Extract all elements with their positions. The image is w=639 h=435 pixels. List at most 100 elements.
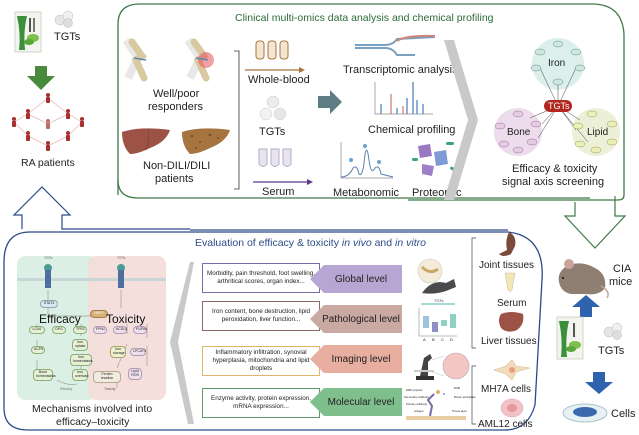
pathological-level-tag[interactable]: Pathological level bbox=[310, 305, 402, 333]
node-pufas: PUFAs bbox=[133, 326, 147, 334]
efficacy-label: Efficacy bbox=[39, 312, 81, 326]
right-tablets-icon bbox=[603, 322, 623, 340]
group-bracket bbox=[234, 50, 240, 190]
node-tgts-left: TGTs bbox=[44, 256, 53, 260]
imaging-level-tag[interactable]: Imaging level bbox=[310, 345, 402, 373]
receptor-left-icon bbox=[44, 264, 52, 288]
network-caption-line2: signal axis screening bbox=[502, 176, 605, 188]
top-section-title: Clinical multi-omics data analysis and c… bbox=[235, 12, 494, 24]
forward-arrow-gray-icon bbox=[318, 90, 342, 114]
dna-strand-icon bbox=[355, 34, 436, 56]
node-opg: OPG bbox=[52, 326, 66, 334]
chevron-gray-top bbox=[444, 40, 478, 200]
dili-label-line2: patients bbox=[155, 173, 194, 185]
responders-label-line1: Well/poor bbox=[153, 88, 200, 100]
membrane-band bbox=[17, 278, 166, 281]
global-level-description: Morbidity, pain threshold, foot swelling… bbox=[202, 263, 320, 293]
node-fenton: Fenton reaction bbox=[93, 371, 121, 383]
whole-blood-arrow bbox=[245, 67, 305, 73]
boxplot-cat-a: A bbox=[423, 337, 426, 342]
title-and: and bbox=[371, 237, 396, 249]
node-lpcat3: LPCAT3 bbox=[130, 348, 146, 356]
cia-mice-line2: mice bbox=[609, 276, 633, 288]
mouse-joint-illustration bbox=[417, 258, 456, 294]
chemical-profile-chart bbox=[374, 82, 433, 115]
liver-normal-icon bbox=[122, 128, 170, 154]
title-prefix: Evaluation of efficacy & toxicity bbox=[195, 237, 342, 249]
node-acsl4: ACSL4 bbox=[113, 326, 127, 334]
knee-well-responder-icon bbox=[122, 37, 148, 82]
cells-label: Cells bbox=[611, 408, 636, 420]
tgts-tablets-icon bbox=[259, 95, 287, 121]
transcriptomic-label: Transcriptomic analysis bbox=[343, 64, 458, 76]
node-lcn2: LCN2 bbox=[29, 326, 45, 334]
tgts-sample-label: TGTs bbox=[259, 126, 286, 138]
node-iron-uptake: Iron uptake bbox=[72, 339, 88, 351]
toxicity-label: Toxicity bbox=[106, 312, 146, 326]
metabonomic-label: Metabonomic bbox=[333, 187, 400, 199]
patients-network-icon bbox=[12, 93, 84, 151]
node-tfrc: TFRC bbox=[73, 326, 87, 334]
network-caption-line1: Efficacy & toxicity bbox=[512, 163, 598, 175]
boxplot-title: TGTs bbox=[434, 298, 444, 303]
network-center-label: TGTs bbox=[548, 101, 570, 111]
down-arrow-outline-icon bbox=[563, 196, 627, 249]
imaging-level-description: Inflammatory infiltration, synovial hype… bbox=[202, 346, 320, 376]
liver-dili-icon bbox=[182, 128, 230, 154]
serum-tubes-icon bbox=[258, 148, 292, 167]
tissue-liver-label: Liver tissues bbox=[481, 336, 537, 347]
node-lipid-ros: Lipid ROS bbox=[128, 368, 142, 380]
mechanism-caption-line1: Mechanisms involved into bbox=[32, 403, 153, 415]
boxplot-icon bbox=[418, 303, 457, 337]
global-level-tag[interactable]: Global level bbox=[310, 265, 402, 293]
ra-patients-label: RA patients bbox=[21, 157, 75, 169]
dili-label-line1: Non-DILI/DILI bbox=[143, 160, 211, 172]
microscope-icon bbox=[414, 352, 470, 380]
ihc-diagram-icon bbox=[406, 390, 466, 420]
down-arrow-blue-icon bbox=[585, 372, 613, 394]
tissue-serum-label: Serum bbox=[497, 298, 527, 309]
ihc-label-hrp: HRP polymer bbox=[406, 388, 423, 392]
boxplot-cat-b: B bbox=[432, 337, 435, 342]
serum-sample-label: Serum bbox=[262, 186, 295, 198]
ihc-label-dab: DAB bbox=[454, 386, 460, 390]
bottom-section-title: Evaluation of efficacy & toxicity in viv… bbox=[195, 237, 426, 249]
node-toxicity-out: Toxicity bbox=[104, 387, 116, 391]
node-tgts-right: TGTs bbox=[117, 256, 126, 260]
node-acp5: ACP5 bbox=[31, 346, 45, 354]
boxplot-cat-c: C bbox=[441, 337, 444, 342]
cluster-iron-label: Iron bbox=[548, 58, 566, 69]
tissue-joint-label: Joint tissues bbox=[479, 260, 535, 271]
node-bone-homeostasis: Bone homeostasis bbox=[33, 369, 56, 381]
ihc-label-primary: Primary antibody bbox=[406, 402, 427, 406]
node-nrf2: NRF2 bbox=[90, 310, 108, 318]
molecular-level-tag[interactable]: Molecular level bbox=[310, 388, 402, 416]
tgts-package-icon bbox=[14, 11, 42, 53]
ihc-label-secondary: Secondary antibody bbox=[404, 395, 429, 399]
whole-blood-label: Whole-blood bbox=[248, 74, 310, 86]
left-tgts-label: TGTs bbox=[54, 31, 81, 43]
title-in-vivo: in vivo bbox=[341, 237, 372, 249]
node-iron-homeostasis: Iron homeostasis bbox=[70, 354, 93, 366]
right-tgts-label: TGTs bbox=[598, 345, 625, 357]
responders-label-line2: responders bbox=[148, 101, 204, 113]
tablets-icon bbox=[54, 10, 74, 28]
cluster-lipid-label: Lipid bbox=[587, 127, 609, 138]
up-arrow-blue-icon bbox=[572, 295, 600, 317]
down-arrow-green-icon bbox=[27, 66, 55, 90]
chemical-profiling-label: Chemical profiling bbox=[368, 124, 456, 136]
liver-tissue-icon bbox=[499, 312, 524, 332]
ihc-label-antigen: Antigen bbox=[414, 409, 424, 413]
cell-mh7a-label: MH7A cells bbox=[481, 384, 532, 395]
cell-aml12-label: AML12 cells bbox=[478, 419, 533, 430]
node-fpn1: FPN1 bbox=[93, 326, 107, 334]
serum-tube-icon bbox=[504, 272, 516, 292]
title-in-vitro: in vitro bbox=[395, 237, 426, 249]
node-efficacy-out: Efficacy bbox=[60, 387, 73, 391]
knee-poor-responder-icon bbox=[184, 37, 214, 82]
node-iron-overload: Iron overload bbox=[72, 369, 88, 381]
serum-arrow bbox=[253, 179, 313, 185]
molecular-level-description: Enzyme activity, protein expression, mRN… bbox=[202, 388, 320, 418]
right-tgts-package-icon bbox=[556, 316, 584, 360]
